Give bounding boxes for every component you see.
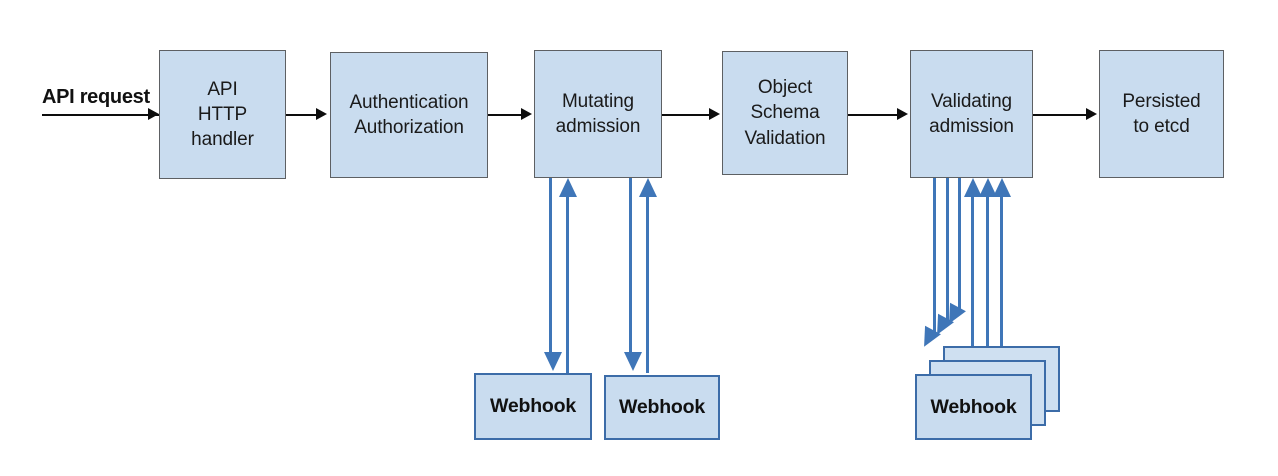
validating-return-line-3 bbox=[1000, 196, 1004, 349]
mutating-call-line-1 bbox=[549, 178, 553, 353]
connector-mutating-to-schema-arrowhead bbox=[709, 108, 720, 120]
mutating-return-line-2 bbox=[646, 196, 650, 373]
pipeline-box-authn-authz[interactable]: Authentication Authorization bbox=[330, 52, 488, 178]
mutating-call-arrowhead-2 bbox=[624, 352, 642, 371]
mutating-call-arrowhead-1 bbox=[544, 352, 562, 371]
connector-mutating-to-schema bbox=[662, 114, 710, 116]
pipeline-box-api-http-handler[interactable]: API HTTP handler bbox=[159, 50, 286, 179]
validating-return-arrowhead-3 bbox=[993, 178, 1011, 197]
api-request-label: API request bbox=[42, 86, 150, 108]
connector-handler-to-authn-arrowhead bbox=[316, 108, 327, 120]
connector-authn-to-mutating-arrowhead bbox=[521, 108, 532, 120]
pipeline-box-mutating-admission[interactable]: Mutating admission bbox=[534, 50, 662, 178]
pipeline-box-validating-admission[interactable]: Validating admission bbox=[910, 50, 1033, 178]
validating-return-arrowhead-2 bbox=[979, 178, 997, 197]
webhook-box-validating-1[interactable]: Webhook bbox=[915, 374, 1032, 440]
validating-call-line-3 bbox=[958, 178, 962, 310]
connector-schema-to-validating bbox=[848, 114, 898, 116]
api-request-arrowhead bbox=[148, 108, 159, 120]
pipeline-box-persisted-to-etcd[interactable]: Persisted to etcd bbox=[1099, 50, 1224, 178]
mutating-return-arrowhead-1 bbox=[559, 178, 577, 197]
validating-call-line-2 bbox=[946, 178, 950, 321]
api-request-line bbox=[42, 114, 160, 116]
mutating-return-line-1 bbox=[566, 196, 570, 373]
connector-handler-to-authn bbox=[286, 114, 318, 116]
connector-schema-to-validating-arrowhead bbox=[897, 108, 908, 120]
pipeline-box-object-schema-validation[interactable]: Object Schema Validation bbox=[722, 51, 848, 175]
mutating-return-arrowhead-2 bbox=[639, 178, 657, 197]
webhook-box-mutating-2[interactable]: Webhook bbox=[604, 375, 720, 440]
validating-return-arrowhead-1 bbox=[964, 178, 982, 197]
connector-authn-to-mutating bbox=[488, 114, 522, 116]
mutating-call-line-2 bbox=[629, 178, 633, 353]
validating-return-line-1 bbox=[971, 196, 975, 373]
validating-call-line-1 bbox=[933, 178, 937, 333]
validating-return-line-2 bbox=[986, 196, 990, 361]
connector-validating-to-etcd bbox=[1033, 114, 1087, 116]
webhook-box-mutating-1[interactable]: Webhook bbox=[474, 373, 592, 440]
connector-validating-to-etcd-arrowhead bbox=[1086, 108, 1097, 120]
